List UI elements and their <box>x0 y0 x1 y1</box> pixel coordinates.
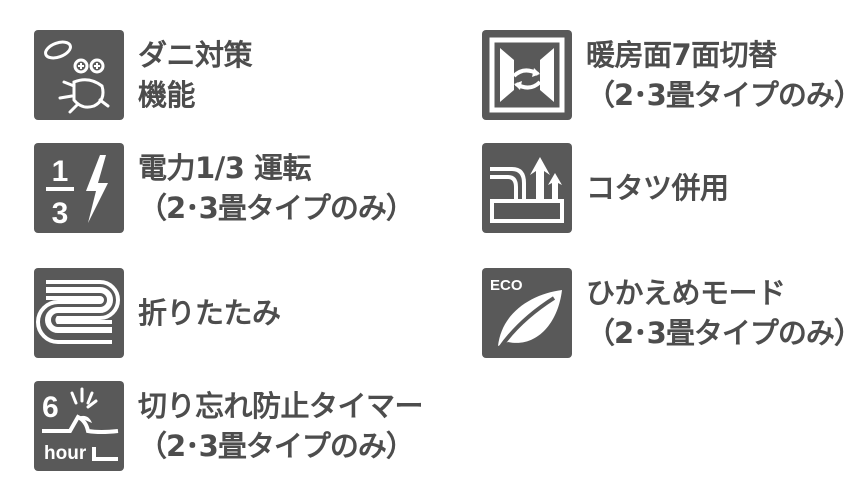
heating-surface-icon <box>482 30 572 120</box>
six-hour-timer-icon: 6 hour <box>34 381 124 471</box>
eco-label: ひかえめモード （2･3畳タイプのみ） <box>586 273 860 353</box>
kotatsu-icon <box>482 143 572 233</box>
feature-eco-mode: ECO ひかえめモード （2･3畳タイプのみ） <box>482 268 860 358</box>
eco-leaf-icon: ECO <box>482 268 572 358</box>
mite-line1: ダニ対策 <box>138 38 253 72</box>
power-line1: 電力1/3 運転 <box>138 151 312 185</box>
kotatsu-label: コタツ併用 <box>586 168 729 208</box>
heating-surface-line1: 暖房面7面切替 <box>586 38 777 72</box>
eco-icon-label: ECO <box>490 277 523 294</box>
timer-icon-unit: hour <box>44 443 87 464</box>
timer-icon-number: 6 <box>42 391 59 424</box>
power-icon-denominator: 3 <box>52 197 69 230</box>
folding-line1: 折りたたみ <box>138 296 281 330</box>
feature-folding: 折りたたみ <box>34 268 281 358</box>
power-label: 電力1/3 運転 （2･3畳タイプのみ） <box>138 148 415 228</box>
mite-line2: 機能 <box>138 78 196 112</box>
heating-surface-line2: （2･3畳タイプのみ） <box>586 78 860 112</box>
kotatsu-line1: コタツ併用 <box>586 171 729 205</box>
one-third-power-icon: 1 3 <box>34 143 124 233</box>
feature-one-third-power: 1 3 電力1/3 運転 （2･3畳タイプのみ） <box>34 143 415 233</box>
feature-mite: ダニ対策 機能 <box>34 30 253 120</box>
timer-line1: 切り忘れ防止タイマー <box>138 389 424 423</box>
feature-kotatsu: コタツ併用 <box>482 143 729 233</box>
heating-surface-label: 暖房面7面切替 （2･3畳タイプのみ） <box>586 35 860 115</box>
timer-line2: （2･3畳タイプのみ） <box>138 429 415 463</box>
power-icon-numerator: 1 <box>52 155 69 188</box>
mite-label: ダニ対策 機能 <box>138 35 253 115</box>
power-line2: （2･3畳タイプのみ） <box>138 191 415 225</box>
feature-heating-surface: 暖房面7面切替 （2･3畳タイプのみ） <box>482 30 860 120</box>
mite-icon <box>34 30 124 120</box>
timer-label: 切り忘れ防止タイマー （2･3畳タイプのみ） <box>138 386 424 466</box>
folding-label: 折りたたみ <box>138 293 281 333</box>
feature-off-timer: 6 hour 切り忘れ防止タイマー （2･3畳タイプのみ） <box>34 381 424 471</box>
folding-icon <box>34 268 124 358</box>
eco-line2: （2･3畳タイプのみ） <box>586 316 860 350</box>
eco-line1: ひかえめモード <box>586 276 786 310</box>
